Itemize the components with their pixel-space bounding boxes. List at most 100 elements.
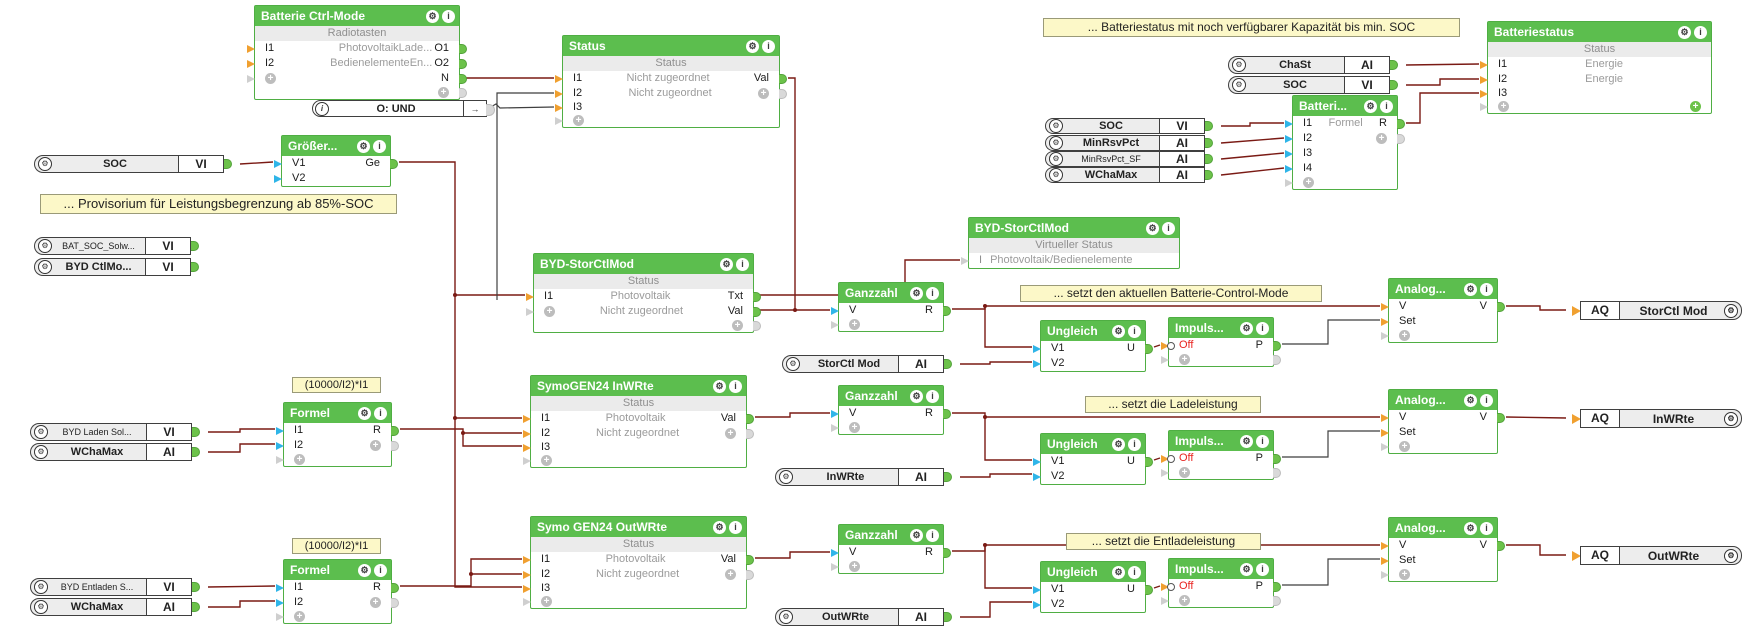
add-input-icon[interactable] [1498,101,1509,112]
block-batteriestatus-formel[interactable]: Batteri... ⚙ i I1 Formel R I2 I3 I4 [1285,95,1405,190]
gear-icon[interactable]: ⚙ [1112,324,1125,338]
input-connector[interactable] [523,597,531,606]
input-connector[interactable] [831,548,839,557]
add-input-icon[interactable] [544,306,555,317]
add-input-icon[interactable] [294,454,305,465]
input-connector[interactable] [831,409,839,418]
gear-icon[interactable]: ⚙ [1240,321,1253,335]
input-connector[interactable] [555,103,563,112]
input-connector[interactable] [1381,541,1389,550]
gear-icon[interactable]: ⚙ [1112,437,1125,451]
output-connector[interactable] [746,413,754,424]
info-icon[interactable]: i [1480,393,1493,407]
input-connector[interactable] [961,256,969,265]
output-connector[interactable] [1273,453,1281,464]
input-pill-byd-ctlmode[interactable]: ⚙BYD CtlMo... VI [34,258,199,276]
gear-icon[interactable]: ⚙ [1678,25,1691,39]
gear-icon[interactable]: ⚙ [713,520,726,534]
gear-icon[interactable]: ⚙ [1724,548,1738,563]
input-connector[interactable] [1480,102,1488,111]
comment-note-batteriestatus[interactable]: ... Batteriestatus mit noch verfügbarer … [1043,18,1460,37]
info-icon[interactable]: i [729,520,742,534]
input-pill-inwrte[interactable]: ⚙InWRte AI [775,468,952,486]
gear-icon[interactable]: ⚙ [910,286,923,300]
block-analog-2[interactable]: Analog... ⚙ i V V Set [1381,389,1505,454]
gear-icon[interactable]: ⚙ [910,528,923,542]
inverted-input-icon[interactable] [1167,341,1175,350]
output-pill-storctl-mod[interactable]: AQ StorCtl Mod⚙ [1572,301,1742,320]
input-connector[interactable] [1033,585,1041,594]
block-ungleich-1[interactable]: Ungleich ⚙ i V1 U V2 [1033,320,1153,372]
output-connector[interactable] [224,159,232,169]
gear-icon[interactable]: ⚙ [1724,303,1738,318]
output-connector[interactable] [944,359,952,369]
info-icon[interactable]: i [1128,324,1141,338]
add-input-icon[interactable] [1303,177,1314,188]
input-connector[interactable] [1381,556,1389,565]
info-icon[interactable]: i [1694,25,1707,39]
gear-icon[interactable]: ⚙ [1232,78,1246,92]
input-connector[interactable] [1161,596,1169,605]
output-connector[interactable] [391,597,399,608]
output-connector[interactable] [1397,118,1405,129]
block-ganzzahl-2[interactable]: Ganzzahl ⚙ i V R [831,385,951,435]
input-connector[interactable] [276,455,284,464]
input-pill-soc-formel[interactable]: ⚙SOC VI [1045,118,1213,134]
input-connector[interactable] [523,584,531,593]
gear-icon[interactable]: ⚙ [34,580,48,594]
gear-icon[interactable]: ⚙ [38,260,52,274]
input-connector[interactable] [523,456,531,465]
output-connector[interactable] [1273,467,1281,478]
add-input-icon[interactable] [1399,569,1410,580]
block-impuls-1[interactable]: Impuls... ⚙ i Off P [1161,317,1281,367]
gear-icon[interactable]: ⚙ [1049,119,1063,133]
block-byd-storctlmod[interactable]: BYD-StorCtlMod ⚙ i Status I1 Photovoltai… [526,253,761,333]
input-connector[interactable] [1033,457,1041,466]
add-output-icon[interactable] [758,88,769,99]
info-icon[interactable]: i [1128,437,1141,451]
block-analog-1[interactable]: Analog... ⚙ i V V Set [1381,278,1505,343]
input-connector[interactable] [1033,359,1041,368]
output-connector[interactable] [944,472,952,482]
info-icon[interactable]: i [315,101,329,116]
output-connector[interactable] [192,427,200,437]
output-connector[interactable] [486,103,495,116]
info-icon[interactable]: i [762,39,775,53]
input-connector[interactable] [247,59,255,68]
output-connector[interactable] [746,569,754,580]
output-connector[interactable] [459,73,467,84]
output-connector[interactable] [1273,354,1281,365]
block-impuls-2[interactable]: Impuls... ⚙ i Off P [1161,430,1281,480]
input-pill-wchamax-top[interactable]: ⚙WChaMax AI [1045,167,1213,183]
add-output-icon[interactable] [725,428,736,439]
input-connector[interactable] [1381,317,1389,326]
add-input-icon[interactable] [1179,595,1190,606]
info-icon[interactable]: i [1256,434,1269,448]
input-connector[interactable] [1480,75,1488,84]
input-connector[interactable] [274,159,282,168]
info-icon[interactable]: i [926,286,939,300]
block-symogen24-inwrte[interactable]: SymoGEN24 InWRte ⚙ i Status I1 Photovolt… [523,375,754,468]
gear-icon[interactable]: ⚙ [1240,434,1253,448]
gear-icon[interactable]: ⚙ [34,425,48,439]
add-input-icon[interactable] [1399,330,1410,341]
block-impuls-3[interactable]: Impuls... ⚙ i Off P [1161,558,1281,608]
output-connector[interactable] [746,554,754,565]
info-icon[interactable]: i [373,139,386,153]
output-connector[interactable] [746,428,754,439]
add-output-icon[interactable] [370,597,381,608]
input-pill-chast[interactable]: ⚙ChaSt AI [1228,56,1398,74]
gear-icon[interactable]: ⚙ [34,445,48,459]
input-connector[interactable] [1381,302,1389,311]
output-flag-icon[interactable]: → [463,101,486,116]
add-input-icon[interactable] [849,561,860,572]
output-connector[interactable] [1273,340,1281,351]
gear-icon[interactable]: ⚙ [779,470,793,484]
input-connector[interactable] [1161,582,1169,591]
input-connector[interactable] [1572,413,1581,424]
add-output-icon[interactable] [1690,101,1701,112]
output-connector[interactable] [1497,412,1505,423]
input-connector[interactable] [555,116,563,125]
add-output-icon[interactable] [732,320,743,331]
